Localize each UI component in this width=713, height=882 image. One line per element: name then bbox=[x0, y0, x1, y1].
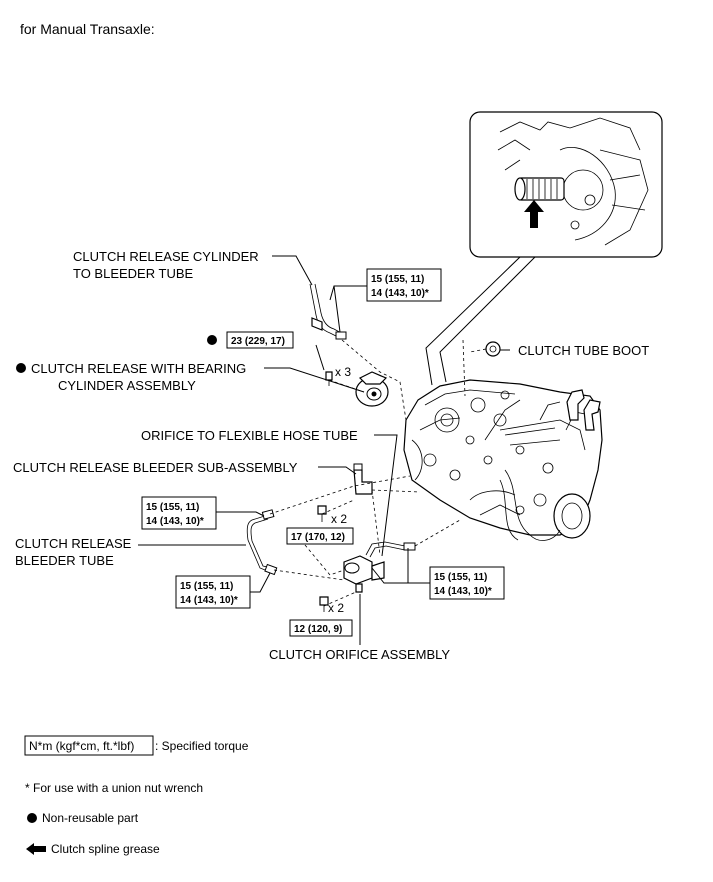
bleeder-bolts bbox=[317, 505, 327, 522]
torque-box-orifice-bolt: 12 (120, 9) bbox=[289, 619, 353, 637]
torque-box-bleeder-bolt: 17 (170, 12) bbox=[286, 527, 354, 545]
torque-box-left-upper: 15 (155, 11) 14 (143, 10)* bbox=[141, 496, 217, 530]
orifice-bolts bbox=[319, 596, 329, 612]
svg-text:14 (143, 10)*: 14 (143, 10)* bbox=[434, 586, 492, 597]
cylinder-bolts bbox=[325, 371, 333, 386]
qty-orifice-bolts: x 2 bbox=[328, 601, 344, 615]
clutch-orifice-assembly bbox=[343, 555, 385, 593]
release-cylinder-to-bleeder-tube bbox=[309, 283, 347, 340]
legend-grease-arrow-icon bbox=[26, 843, 46, 855]
svg-text:15 (155, 11): 15 (155, 11) bbox=[146, 502, 199, 513]
svg-text:14 (143, 10)*: 14 (143, 10)* bbox=[180, 595, 238, 606]
label-tube-boot: CLUTCH TUBE BOOT bbox=[518, 343, 649, 358]
svg-text:14 (143, 10)*: 14 (143, 10)* bbox=[371, 288, 429, 299]
legend-spline-grease: Clutch spline grease bbox=[51, 842, 160, 856]
legend-non-reusable: Non-reusable part bbox=[42, 811, 139, 825]
label-release-cylinder-tube-line1: CLUTCH RELEASE CYLINDER bbox=[73, 249, 259, 264]
transaxle-drawing bbox=[403, 379, 603, 541]
clutch-tube-boot bbox=[485, 341, 501, 357]
legend-torque-text: : Specified torque bbox=[155, 739, 249, 753]
label-release-bearing-line2: CYLINDER ASSEMBLY bbox=[58, 378, 196, 393]
label-orifice-flex-tube: ORIFICE TO FLEXIBLE HOSE TUBE bbox=[141, 428, 358, 443]
non-reusable-marker-icon bbox=[16, 363, 26, 373]
svg-text:12 (120, 9): 12 (120, 9) bbox=[294, 624, 342, 635]
label-release-cylinder-tube-line2: TO BLEEDER TUBE bbox=[73, 266, 193, 281]
legend-non-reusable-icon bbox=[27, 813, 37, 823]
qty-cylinder-bolts: x 3 bbox=[335, 365, 351, 379]
svg-text:17 (170, 12): 17 (170, 12) bbox=[291, 532, 345, 543]
legend-torque-box bbox=[24, 735, 154, 756]
legend-union-nut: * For use with a union nut wrench bbox=[25, 781, 203, 795]
bleeder-sub-assembly bbox=[353, 463, 373, 495]
label-bleeder-sub-assembly: CLUTCH RELEASE BLEEDER SUB-ASSEMBLY bbox=[13, 460, 298, 475]
svg-text:15 (155, 11): 15 (155, 11) bbox=[434, 572, 487, 583]
release-bleeder-tube bbox=[246, 509, 278, 576]
qty-bleeder-bolts: x 2 bbox=[331, 512, 347, 526]
label-bleeder-tube-line1: CLUTCH RELEASE bbox=[15, 536, 132, 551]
svg-text:15 (155, 11): 15 (155, 11) bbox=[371, 274, 424, 285]
torque-box-right: 15 (155, 11) 14 (143, 10)* bbox=[429, 566, 505, 600]
spline-detail-inset bbox=[469, 111, 663, 258]
torque-box-left-lower: 15 (155, 11) 14 (143, 10)* bbox=[175, 575, 251, 609]
legend-torque-units: N*m (kgf*cm, ft.*lbf) bbox=[29, 739, 134, 753]
label-orifice-assembly: CLUTCH ORIFICE ASSEMBLY bbox=[269, 647, 450, 662]
torque-box-top: 15 (155, 11) 14 (143, 10)* bbox=[366, 268, 442, 302]
label-release-bearing-line1: CLUTCH RELEASE WITH BEARING bbox=[31, 361, 246, 376]
diagram-title: for Manual Transaxle: bbox=[20, 21, 155, 37]
orifice-to-flexible-hose-tube bbox=[365, 541, 416, 558]
svg-text:23 (229, 17): 23 (229, 17) bbox=[231, 336, 285, 347]
legend: N*m (kgf*cm, ft.*lbf) : Specified torque… bbox=[24, 735, 249, 856]
torque-box-cylinder-bolt: 23 (229, 17) bbox=[226, 331, 294, 349]
non-reusable-marker-icon bbox=[207, 335, 217, 345]
svg-text:15 (155, 11): 15 (155, 11) bbox=[180, 581, 233, 592]
grease-arrow-icon bbox=[524, 200, 544, 228]
label-bleeder-tube-line2: BLEEDER TUBE bbox=[15, 553, 114, 568]
release-bearing-cylinder bbox=[355, 371, 389, 407]
svg-text:14 (143, 10)*: 14 (143, 10)* bbox=[146, 516, 204, 527]
